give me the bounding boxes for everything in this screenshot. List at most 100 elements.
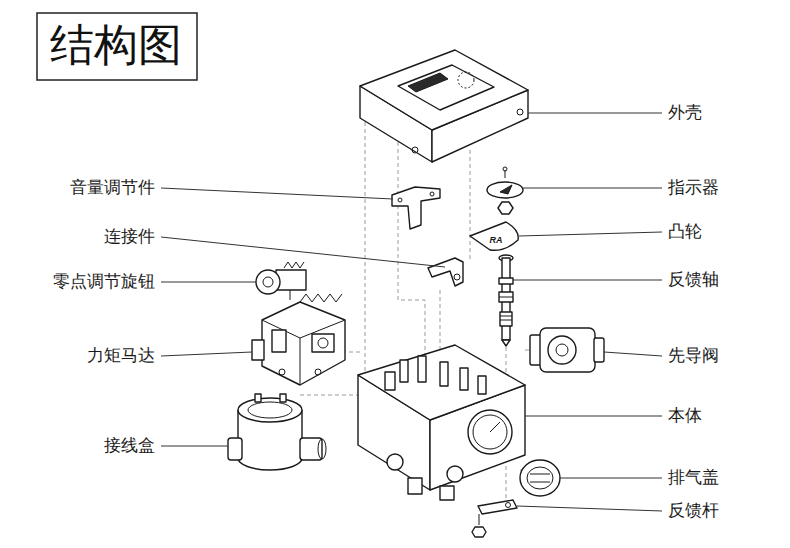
torque-motor-piece — [300, 294, 342, 302]
feedback-shaft-piece — [499, 292, 513, 302]
feedback-shaft — [499, 255, 513, 346]
body-piece — [418, 356, 426, 382]
indicator-piece — [498, 202, 513, 214]
feedback-shaft-piece — [502, 340, 510, 346]
pilot-valve-piece — [556, 344, 568, 356]
exhaust-cap-piece — [527, 467, 553, 489]
pilot-valve-piece — [548, 336, 576, 364]
part-name: 外壳 — [668, 103, 702, 123]
pilot-valve-piece — [594, 338, 604, 362]
indicator-piece — [500, 185, 512, 194]
feedback-rod — [472, 500, 517, 537]
exhaust-cap-piece — [530, 474, 550, 475]
dashed-guides — [300, 122, 540, 500]
dashed-guides-piece — [300, 395, 360, 396]
part-name: 力矩马达 — [87, 346, 155, 366]
body — [358, 345, 525, 500]
volume-adjuster-piece — [392, 187, 440, 229]
indicator-piece — [487, 182, 523, 198]
junction-box-piece — [228, 438, 242, 460]
part-name: 先导阀 — [668, 346, 719, 366]
zero-knob-piece — [263, 277, 273, 287]
leader-line — [513, 280, 662, 281]
leader-line — [525, 416, 662, 417]
junction-box-piece — [238, 398, 302, 422]
zero-knob — [256, 262, 306, 300]
torque-motor-piece — [312, 334, 334, 352]
exhaust-cap-piece — [530, 482, 550, 483]
feedback-shaft-piece — [499, 297, 513, 298]
housing-cover-piece — [517, 109, 523, 115]
part-name: 指示器 — [668, 178, 719, 198]
leader-line — [517, 506, 662, 511]
volume-adjuster — [392, 187, 440, 229]
body-piece — [473, 415, 507, 449]
leader-line — [161, 188, 393, 199]
feedback-shaft-piece — [500, 320, 512, 321]
body-piece — [400, 360, 408, 382]
junction-box-piece — [300, 438, 322, 460]
part-name: 反馈杆 — [668, 501, 719, 521]
junction-box — [228, 394, 326, 470]
torque-motor-piece — [272, 330, 286, 352]
feedback-shaft-piece — [500, 316, 512, 317]
body-piece — [387, 454, 403, 470]
body-piece — [440, 362, 448, 386]
torque-motor-piece — [262, 302, 345, 385]
zero-knob-piece — [290, 290, 291, 300]
feedback-rod-piece — [472, 527, 486, 537]
body-piece — [385, 372, 395, 390]
housing-cover-piece — [458, 72, 474, 88]
title-text: 结构图 — [50, 19, 182, 71]
indicator — [487, 167, 523, 214]
housing-cover-piece — [408, 73, 448, 92]
connector-lever-piece — [454, 274, 460, 280]
leader-line — [523, 188, 662, 189]
housing-cover-piece — [360, 50, 528, 130]
part-marking: RA — [490, 235, 503, 246]
exhaust-cap-piece — [520, 460, 560, 496]
connector-lever — [428, 258, 463, 286]
torque-motor-piece — [279, 369, 285, 375]
volume-adjuster-piece — [430, 192, 434, 196]
dashed-guides-piece — [365, 122, 366, 385]
leader-line — [161, 237, 445, 267]
housing-cover — [360, 50, 528, 162]
body-piece — [468, 410, 512, 454]
part-name: 本体 — [668, 406, 702, 426]
feedback-shaft-piece — [500, 312, 512, 326]
leader-line — [560, 478, 662, 479]
feedback-rod-piece — [478, 500, 517, 514]
housing-cover-piece — [398, 65, 494, 110]
feedback-rod-piece — [506, 503, 511, 508]
body-piece — [460, 368, 468, 390]
leader-line — [519, 232, 662, 236]
part-name: 反馈轴 — [668, 270, 719, 290]
junction-box-piece — [280, 394, 286, 402]
torque-motor-piece — [318, 338, 328, 348]
body-piece — [358, 345, 525, 420]
torque-motor-piece — [300, 338, 301, 385]
junction-box-piece — [255, 394, 261, 402]
housing-cover-piece — [412, 147, 418, 153]
part-name: 连接件 — [104, 227, 155, 247]
part-name: 零点调节旋钮 — [53, 272, 155, 292]
dashed-guides-piece — [398, 142, 425, 372]
body-piece — [447, 466, 463, 482]
dashed-guides-piece — [470, 150, 471, 262]
cam-piece — [470, 222, 518, 250]
junction-box-piece — [248, 402, 292, 418]
connector-lever-piece — [428, 258, 463, 286]
leader-line — [528, 113, 662, 114]
part-name: 接线盒 — [104, 436, 155, 456]
pilot-valve-piece — [540, 328, 595, 372]
part-name: 排气盖 — [668, 468, 719, 488]
feedback-shaft-piece — [499, 278, 513, 284]
leader-line — [161, 352, 252, 356]
pilot-valve — [530, 328, 604, 372]
junction-box-piece — [318, 439, 326, 459]
cam — [470, 222, 518, 250]
part-name: 音量调节件 — [70, 178, 155, 198]
indicator-piece — [503, 167, 507, 171]
